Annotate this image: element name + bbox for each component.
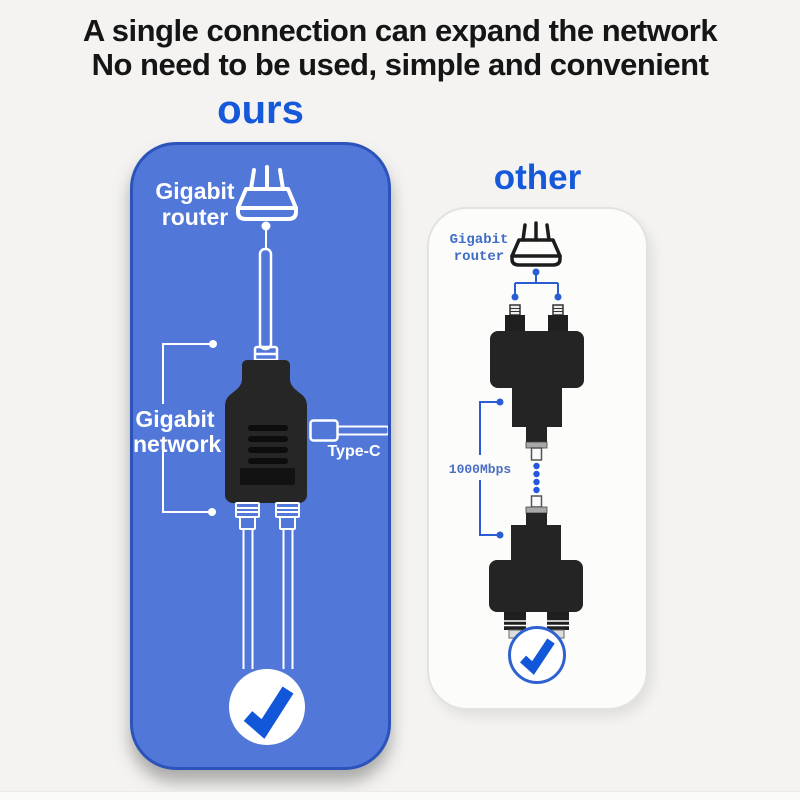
other-panel: Gigabit router 1000Mbps [427,207,648,710]
bottom-divider [0,791,800,800]
router-icon [510,221,562,267]
connector-tip [530,447,543,461]
router-cable-dot [261,221,271,231]
plug-body [548,315,568,331]
adapter-connector [526,427,547,442]
adapter-grille [240,425,295,485]
connector-tip [530,495,543,508]
ours-section-title: ours [217,88,304,132]
connection-dot [554,293,562,301]
check-icon [243,686,294,739]
ours-panel: Gigabit router Gigabit network Type-C [130,142,391,770]
other-section-title: other [493,158,582,197]
ours-diagram [162,165,388,669]
dotted-link [533,462,540,494]
headline: A single connection can expand the netwo… [0,14,800,82]
ours-check-badge [229,669,305,745]
check-icon [519,638,555,675]
headline-line1: A single connection can expand the netwo… [82,13,718,48]
adapter-connector [526,513,547,525]
bracket-dot-bottom [208,508,216,516]
cable-outline [258,247,273,351]
network-bracket [162,343,213,513]
connection-dot [511,293,519,301]
other-check-badge [508,626,566,684]
plug-tip-stripes [510,308,563,312]
adapter-bottom [489,525,583,612]
router-connection-lines [514,275,559,295]
type-c-connector-icon [309,419,388,442]
adapter-body [225,360,307,503]
ours-router-label: Gigabit router [155,178,235,230]
adapter-top [490,331,584,427]
bracket-dot-bottom [496,531,504,539]
plug-body [505,315,525,331]
gigabit-network-label: Gigabit network [133,406,222,457]
bracket-dot-top [496,398,504,406]
type-c-label: Type-C [327,443,381,460]
connector-band [525,506,548,514]
other-diagram [479,221,584,639]
connection-dot [532,268,540,276]
output-port-icons [235,502,300,669]
speed-bracket [479,401,500,536]
speed-label: 1000Mbps [448,462,512,477]
headline-line2: No need to be used, simple and convenien… [91,47,709,82]
connector-band [525,441,548,449]
plug-stripes [504,620,569,627]
bracket-dot-top [209,340,217,348]
router-icon [236,165,298,221]
other-router-label: Gigabit router [449,232,509,265]
plug-tips [509,304,564,316]
